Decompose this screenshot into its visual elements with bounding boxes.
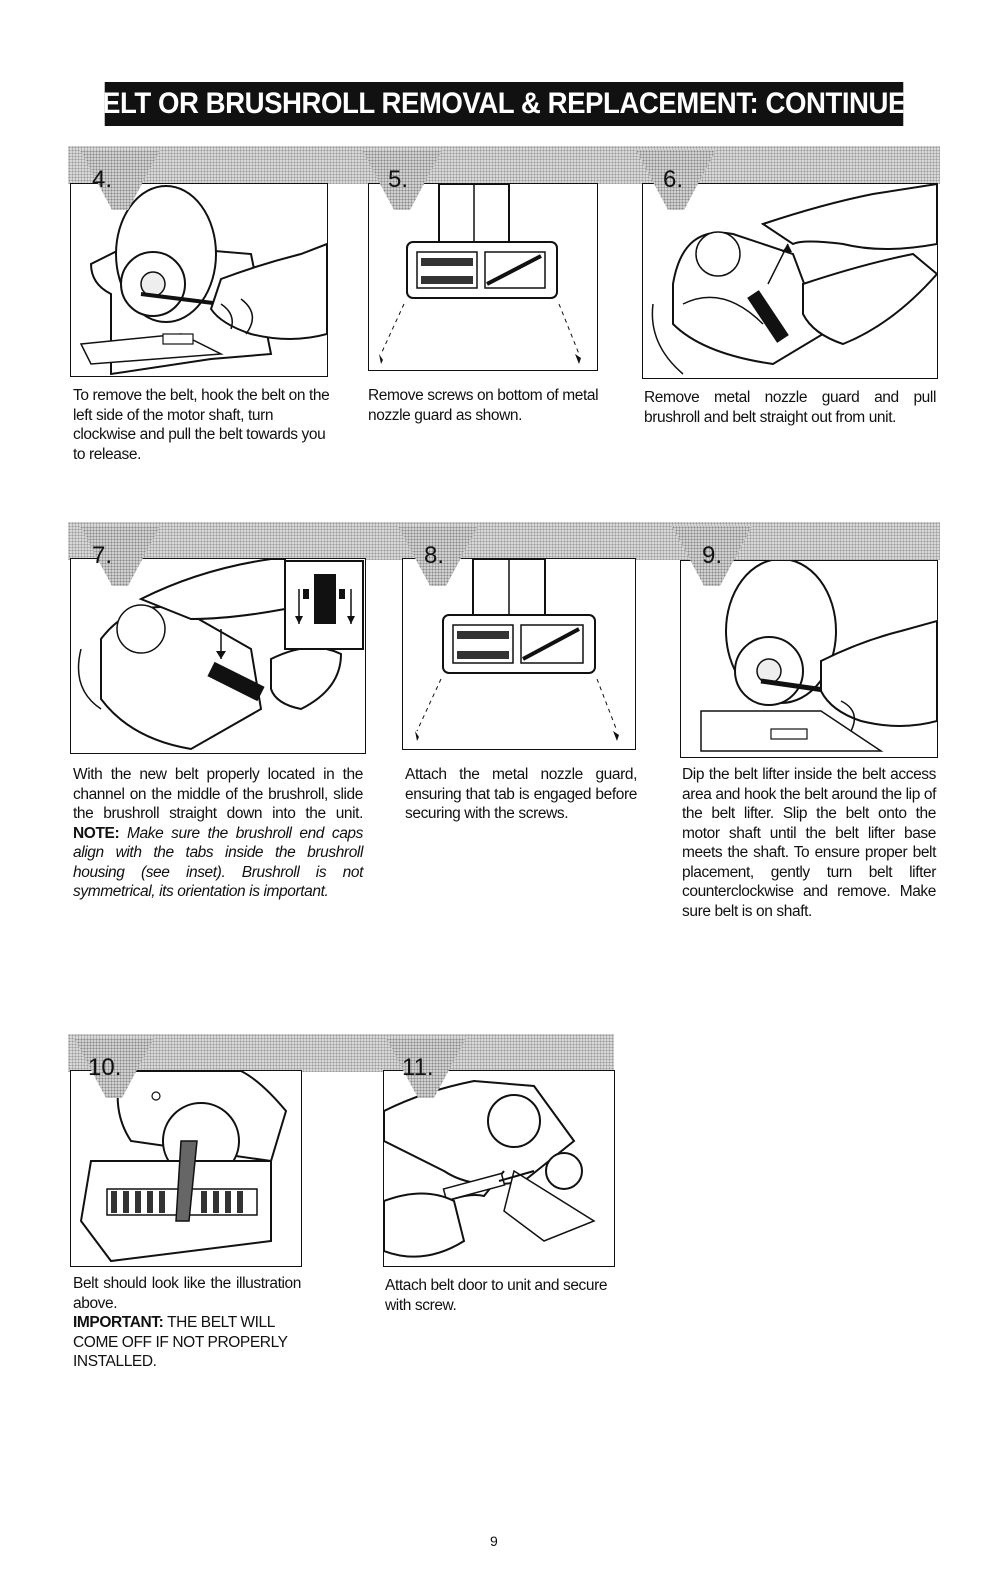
step-8-illustration — [402, 558, 636, 750]
step-11-caption: Attach belt door to unit and secure with… — [385, 1277, 608, 1314]
brushroll-removal-illustration-icon — [651, 184, 937, 375]
step-band-row-3 — [68, 1034, 614, 1072]
belt-hook-illustration-icon — [79, 185, 327, 376]
step-7-note-label: NOTE: — [73, 824, 120, 842]
step-8-caption: Attach the metal nozzle guard, ensuring … — [405, 766, 637, 822]
step-7-illustration — [70, 558, 366, 754]
step-11-illustration — [383, 1070, 615, 1267]
brushroll-install-illustration-icon — [77, 559, 364, 751]
step-9-caption: Dip the belt lifter inside the belt acce… — [682, 766, 936, 920]
belt-lifter-illustration-icon — [700, 561, 937, 752]
step-band-row-2 — [68, 522, 940, 560]
step-5-caption: Remove screws on bottom of metal nozzle … — [368, 387, 599, 424]
nozzle-guard-screws-illustration-icon — [379, 184, 581, 364]
step-11-number: 11. — [402, 1054, 434, 1081]
step-10-number: 10. — [88, 1054, 122, 1081]
belt-installed-illustration-icon — [79, 1071, 288, 1263]
step-6-caption: Remove metal nozzle guard and pull brush… — [644, 389, 936, 426]
nozzle-guard-attach-illustration-icon — [415, 559, 619, 741]
section-title-text: BELT OR BRUSHROLL REMOVAL & REPLACEMENT:… — [104, 87, 904, 120]
step-7-note-text: Make sure the brushroll end caps align w… — [73, 824, 363, 901]
step-10-caption: Belt should look like the illustration a… — [73, 1274, 301, 1372]
step-7-number: 7. — [92, 542, 113, 569]
step-10-important-label: IMPORTANT: — [73, 1314, 164, 1331]
step-6-illustration — [642, 183, 938, 379]
step-band-row-1 — [68, 146, 940, 184]
step-6-number: 6. — [663, 166, 684, 193]
step-9-illustration — [680, 560, 938, 758]
section-title: BELT OR BRUSHROLL REMOVAL & REPLACEMENT:… — [104, 82, 904, 126]
step-10-important-text: THE BELT WILL COME OFF IF NOT PROPERLY I… — [73, 1314, 288, 1370]
step-10-illustration — [70, 1070, 302, 1267]
step-4-number: 4. — [92, 166, 113, 193]
step-5-illustration — [368, 183, 598, 371]
step-9-number: 9. — [702, 542, 723, 569]
page-number: 9 — [490, 1533, 498, 1549]
step-7-caption: With the new belt properly located in th… — [73, 765, 363, 902]
step-10-caption-text: Belt should look like the illustration a… — [73, 1275, 301, 1312]
step-8-number: 8. — [424, 542, 445, 569]
belt-door-screw-illustration-icon — [384, 1079, 596, 1258]
step-4-illustration — [70, 183, 328, 377]
step-7-caption-text: With the new belt properly located in th… — [73, 766, 363, 822]
step-5-number: 5. — [388, 166, 409, 193]
step-4-caption: To remove the belt, hook the belt on the… — [73, 387, 330, 463]
